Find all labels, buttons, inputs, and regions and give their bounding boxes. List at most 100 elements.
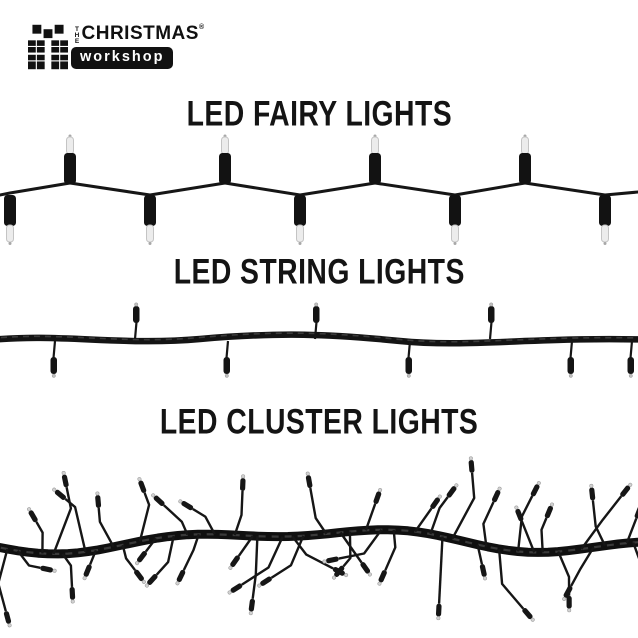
- cluster-light-bulb: [95, 491, 102, 509]
- brand-logo: THE CHRISTMAS ® workshop: [28, 24, 204, 70]
- fairy-light-bulb: [598, 194, 612, 246]
- cluster-light-bulb: [144, 574, 158, 588]
- cluster-branch-wire: [251, 536, 259, 599]
- cluster-light-bulb: [322, 556, 339, 564]
- cluster-light-bulb: [514, 505, 524, 522]
- cluster-branch-wire: [241, 536, 284, 586]
- cluster-branch-wire: [155, 535, 175, 576]
- cluster-light-bulb: [69, 586, 76, 604]
- fairy-lights-image: [0, 134, 638, 246]
- cluster-light-bulb: [134, 569, 146, 584]
- cluster-light-bulb: [566, 595, 572, 613]
- cluster-branch-wire: [540, 517, 548, 553]
- cluster-light-bulb: [377, 570, 387, 586]
- cluster-light-bulb: [248, 598, 255, 616]
- cluster-branch-wire: [291, 535, 334, 570]
- cluster-branch-wire: [364, 503, 377, 531]
- cluster-branch-wire: [384, 529, 397, 571]
- cluster-branch-wire: [476, 544, 484, 565]
- cluster-light-bulb: [305, 471, 313, 489]
- cluster-branch-wire: [309, 487, 328, 535]
- cluster-light-bulb: [446, 483, 459, 498]
- cluster-light-bulb: [620, 482, 633, 497]
- gift-icon: [28, 24, 68, 70]
- string-light-bulb: [566, 339, 576, 379]
- cluster-light-bulb: [137, 477, 147, 493]
- string-light-bulb: [626, 339, 636, 379]
- cluster-light-bulb: [151, 493, 165, 507]
- logo-christmas-label: CHRISTMAS: [81, 23, 199, 44]
- cluster-light-bulb: [544, 502, 554, 519]
- logo-workshop-label: workshop: [71, 47, 174, 69]
- fairy-light-bulb: [368, 134, 382, 185]
- brand-logo-text: THE CHRISTMAS ® workshop: [71, 23, 205, 69]
- cluster-branch-wire: [632, 542, 638, 560]
- cluster-branch-wire: [182, 533, 200, 571]
- fairy-light-bulb: [143, 194, 157, 246]
- cluster-branch-wire: [338, 528, 383, 560]
- cluster-branch-wire: [192, 507, 216, 535]
- fairy-light-bulb: [448, 194, 462, 246]
- cluster-light-bulb: [82, 564, 92, 581]
- cluster-light-bulb: [332, 565, 345, 580]
- cluster-light-bulb: [589, 483, 596, 501]
- cluster-branch-wire: [429, 496, 449, 535]
- cluster-branch-wire: [35, 521, 44, 554]
- cluster-light-bulb: [52, 487, 66, 500]
- cluster-light-bulb: [27, 507, 38, 523]
- cluster-branch-wire: [97, 507, 115, 548]
- cluster-branch-wire: [16, 549, 41, 569]
- cluster-branch-wire: [580, 495, 623, 550]
- cluster-light-bulb: [40, 565, 57, 573]
- cluster-light-bulb: [634, 506, 638, 519]
- string-light-bulb: [222, 339, 232, 379]
- cluster-branch-wire: [342, 531, 352, 568]
- cluster-light-bulb: [562, 585, 573, 601]
- string-wire-twist: [0, 332, 638, 343]
- string-lights-image: [0, 301, 638, 379]
- cluster-branch-wire: [414, 507, 433, 533]
- cluster-branch-wire: [64, 498, 87, 553]
- cluster-branch-wire: [570, 546, 595, 587]
- string-light-bulb: [404, 339, 414, 379]
- registered-trademark-symbol: ®: [198, 24, 205, 31]
- cluster-light-bulb: [227, 583, 243, 595]
- cluster-branch-wire: [144, 537, 157, 553]
- cluster-branch-wire: [61, 553, 74, 587]
- cluster-light-bulb: [240, 474, 246, 492]
- fairy-light-bulb: [293, 194, 307, 246]
- cluster-branch-wire: [233, 490, 244, 536]
- cluster-light-bulb: [3, 611, 12, 628]
- cluster-light-bulb: [61, 470, 69, 488]
- cluster-light-bulb: [178, 499, 194, 511]
- cluster-light-bulb: [530, 481, 541, 497]
- cluster-light-bulb: [373, 488, 383, 504]
- cluster-light-bulb: [228, 555, 240, 570]
- cluster-branch-wire: [52, 487, 73, 555]
- cluster-light-bulb: [257, 576, 272, 588]
- string-light-bulb: [49, 339, 59, 379]
- cluster-light-bulb: [491, 486, 502, 503]
- cluster-branch-wire: [138, 492, 151, 542]
- cluster-branch-wire: [270, 535, 305, 579]
- cluster-branch-wire: [520, 520, 536, 553]
- fairy-light-bulb: [3, 194, 17, 246]
- cluster-branch-wire: [482, 501, 495, 547]
- cluster-light-bulb: [468, 456, 475, 473]
- cluster-branch-wire: [237, 535, 254, 557]
- cluster-lights-image: [0, 456, 638, 628]
- cluster-light-bulb: [430, 494, 442, 509]
- cluster-light-bulb: [435, 603, 442, 621]
- cluster-branch-wire: [121, 544, 137, 571]
- cluster-branch-wire: [451, 472, 476, 540]
- cluster-light-bulb: [479, 564, 488, 581]
- cluster-light-bulb: [522, 607, 535, 622]
- cluster-branch-wire: [497, 548, 525, 610]
- fairy-light-bulb: [518, 134, 532, 185]
- fairy-wire: [0, 181, 638, 197]
- cluster-branch-wire: [0, 548, 9, 612]
- string-light-bulb: [131, 301, 141, 341]
- cluster-rope-twist: [0, 528, 638, 556]
- fairy-light-bulb: [218, 134, 232, 185]
